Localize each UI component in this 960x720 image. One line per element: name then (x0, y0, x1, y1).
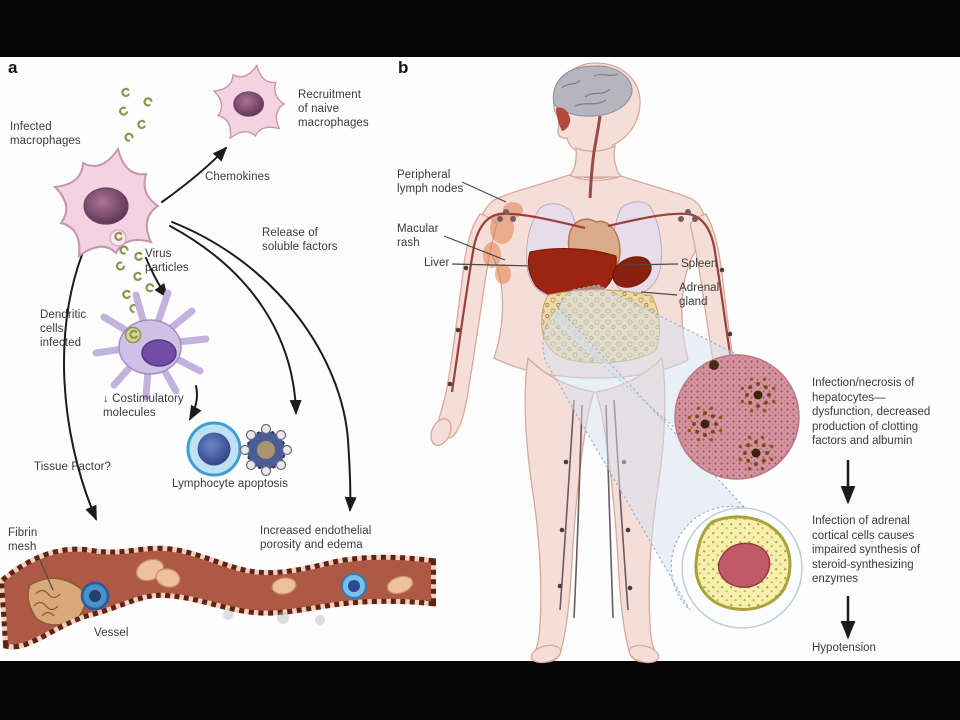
tissue-factor-arrow (63, 239, 97, 521)
lymphocyte-apoptotic (239, 423, 293, 477)
label-fibrin-mesh: Fibrin mesh (8, 527, 38, 553)
neck (567, 144, 623, 178)
chemokine-arrow (161, 146, 228, 203)
label-spleen: Spleen (681, 258, 718, 270)
dendritic-to-lymphocyte-arrow (189, 385, 202, 421)
label-virus-particles: Virus particles (145, 248, 189, 274)
left-foot (530, 644, 562, 664)
lymphocyte-healthy (186, 421, 242, 477)
label-peripheral-lymph-nodes: Peripheral lymph nodes (397, 169, 464, 195)
panel-b-illustration (430, 62, 856, 664)
label-liver: Liver (424, 257, 450, 269)
axillary-lymph-nodes (497, 209, 698, 222)
liver-histology-circle (674, 354, 800, 480)
letterbox-bar-bottom (0, 661, 960, 720)
label-vessel: Vessel (94, 627, 129, 639)
fibrin-mesh-pointer (39, 559, 54, 591)
text-hepatocyte-outcome: Infection/necrosis of hepatocytes— dysfu… (812, 377, 931, 447)
panel-a-arrows (63, 146, 357, 521)
label-chemokines: Chemokines (205, 171, 270, 183)
infected-macrophage-cell (54, 148, 159, 257)
blood-vessel (0, 545, 436, 650)
panel-b-letter: b (398, 58, 409, 77)
label-dendritic-cells-infected: Dendritic cells infected (40, 309, 87, 349)
brain (552, 65, 633, 199)
right-foot (628, 644, 660, 664)
label-macular-rash: Macular rash (397, 223, 439, 249)
label-lymphocyte-apoptosis: Lymphocyte apoptosis (172, 478, 289, 490)
adrenal-histology-circle (681, 507, 803, 629)
text-hypotension: Hypotension (812, 642, 876, 654)
label-tissue-factor: Tissue Factor? (34, 461, 112, 473)
left-hand (430, 418, 452, 446)
extravasated-cells (223, 610, 325, 625)
soluble-factors-to-lymphocyte-arrow (169, 225, 302, 415)
letterbox-bar-top (0, 0, 960, 57)
label-release-soluble-factors: Release of soluble factors (262, 227, 338, 253)
label-increased-endothelial: Increased endothelial porosity and edema (260, 525, 372, 551)
panel-b-pointer-lines (443, 181, 679, 296)
red-blood-cell (386, 575, 414, 595)
panel-a-illustration (0, 64, 436, 650)
label-recruitment: Recruitment of naive macrophages (298, 89, 369, 129)
adrenal-magnifier-cone (542, 307, 747, 611)
dendritic-cell (92, 289, 210, 401)
label-costimulatory-molecules: ↓ Costimulatory molecules (103, 393, 184, 419)
adrenal-medulla (717, 542, 771, 588)
text-adrenal-outcome: Infection of adrenal cortical cells caus… (812, 515, 921, 585)
nasopharynx (556, 107, 571, 131)
brainstem-spine (588, 115, 602, 199)
label-infected-macrophages: Infected macrophages (10, 121, 81, 147)
soluble-factors-to-vessel-arrow (171, 221, 357, 512)
red-blood-cell (155, 568, 181, 588)
recruited-macrophage-cell (213, 64, 285, 139)
red-blood-cell (271, 577, 297, 595)
lymphatic-vessels (447, 209, 741, 619)
panel-a-letter: a (8, 58, 18, 77)
label-adrenal-gland: Adrenal gland (679, 282, 720, 308)
